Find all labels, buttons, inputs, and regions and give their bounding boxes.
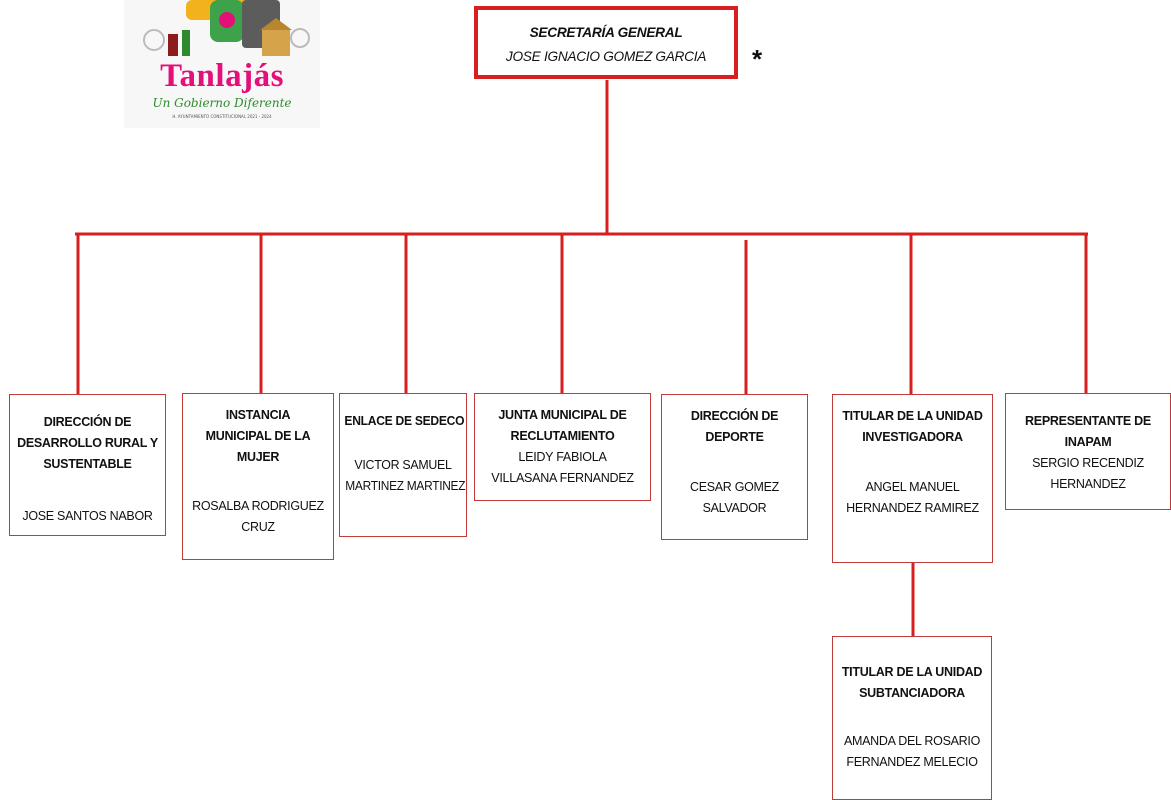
title-line: SUBTANCIADORA [859, 685, 965, 700]
title-line: TITULAR DE LA UNIDAD [842, 408, 983, 423]
person-line: HERNANDEZ [1050, 476, 1126, 491]
person-line: ANGEL MANUEL [865, 479, 960, 494]
node-title: ENLACE DE SEDECO [340, 410, 466, 431]
node-title: REPRESENTANTE DE INAPAM [1006, 410, 1170, 452]
node-person: JOSE IGNACIO GOMEZ GARCIA [505, 48, 707, 64]
title-line: TITULAR DE LA UNIDAD [841, 664, 983, 679]
person-line: FERNANDEZ MELECIO [846, 754, 978, 769]
logo-small-text: H. AYUNTAMIENTO CONSTITUCIONAL 2021 - 20… [172, 114, 272, 119]
node-person: LEIDY FABIOLA VILLASANA FERNANDEZ [475, 446, 650, 488]
title-line: MUJER [236, 449, 280, 464]
person-line: SERGIO RECENDIZ [1032, 455, 1144, 470]
node-direccion-deporte: DIRECCIÓN DE DEPORTE CESAR GOMEZ SALVADO… [661, 394, 808, 540]
title-line: ENLACE DE SEDECO [344, 413, 465, 428]
node-junta-reclutamiento: JUNTA MUNICIPAL DE RECLUTAMIENTO LEIDY F… [474, 393, 651, 501]
person-line: CESAR GOMEZ [690, 479, 779, 494]
node-representante-inapam: REPRESENTANTE DE INAPAM SERGIO RECENDIZ … [1005, 393, 1171, 510]
node-title: JUNTA MUNICIPAL DE RECLUTAMIENTO [475, 404, 650, 446]
person-line: HERNANDEZ RAMIREZ [846, 500, 979, 515]
title-line: JUNTA MUNICIPAL DE [498, 407, 627, 422]
title-line: DIRECCIÓN DE [43, 414, 132, 429]
title-line: DEPORTE [705, 429, 764, 444]
person-line: JOSE SANTOS NABOR [22, 508, 153, 523]
title-line: INAPAM [1064, 434, 1112, 449]
node-title: DIRECCIÓN DE DEPORTE [662, 405, 807, 447]
node-person: ROSALBA RODRIGUEZ CRUZ [183, 495, 333, 537]
node-person: VICTOR SAMUEL MARTINEZ MARTINEZ [340, 454, 466, 496]
logo-brand: Tanlajás [160, 58, 284, 94]
node-person: AMANDA DEL ROSARIO FERNANDEZ MELECIO [833, 730, 991, 772]
logo-illustration [143, 0, 310, 56]
node-person: JOSE SANTOS NABOR [10, 505, 165, 526]
asterisk-marker: * [752, 44, 763, 74]
node-title: TITULAR DE LA UNIDAD SUBTANCIADORA [833, 661, 991, 703]
title-line: INVESTIGADORA [862, 429, 963, 444]
logo-tagline: Un Gobierno Diferente [152, 96, 292, 110]
municipality-logo: Tanlajás Un Gobierno Diferente H. AYUNTA… [124, 0, 320, 128]
title-line: REPRESENTANTE DE [1025, 413, 1151, 428]
node-title: TITULAR DE LA UNIDAD INVESTIGADORA [833, 405, 992, 447]
node-enlace-sedeco: ENLACE DE SEDECO VICTOR SAMUEL MARTINEZ … [339, 393, 467, 537]
node-person: SERGIO RECENDIZ HERNANDEZ [1006, 452, 1170, 494]
person-line: AMANDA DEL ROSARIO [843, 733, 981, 748]
person-line: VICTOR SAMUEL [354, 457, 452, 472]
node-instancia-mujer: INSTANCIA MUNICIPAL DE LA MUJER ROSALBA … [182, 393, 334, 560]
person-line: ROSALBA RODRIGUEZ [192, 498, 324, 513]
person-line: CRUZ [241, 519, 275, 534]
title-line: SUSTENTABLE [43, 456, 132, 471]
person-line: SALVADOR [702, 500, 767, 515]
node-unidad-subtanciadora: TITULAR DE LA UNIDAD SUBTANCIADORA AMAND… [832, 636, 992, 800]
title-line: RECLUTAMIENTO [510, 428, 615, 443]
node-title: INSTANCIA MUNICIPAL DE LA MUJER [183, 404, 333, 467]
person-line: MARTINEZ MARTINEZ [345, 478, 466, 493]
title-line: DIRECCIÓN DE [690, 408, 779, 423]
node-person: ANGEL MANUEL HERNANDEZ RAMIREZ [833, 476, 992, 518]
node-title: SECRETARÍA GENERAL [529, 24, 683, 40]
person-line: VILLASANA FERNANDEZ [491, 470, 634, 485]
secretaria-general-node: SECRETARÍA GENERAL JOSE IGNACIO GOMEZ GA… [474, 6, 738, 79]
title-line: DESARROLLO RURAL Y [17, 435, 158, 450]
node-person: CESAR GOMEZ SALVADOR [662, 476, 807, 518]
node-title: DIRECCIÓN DE DESARROLLO RURAL Y SUSTENTA… [10, 411, 165, 474]
title-line: MUNICIPAL DE LA [205, 428, 311, 443]
title-line: INSTANCIA [225, 407, 291, 422]
node-desarrollo-rural: DIRECCIÓN DE DESARROLLO RURAL Y SUSTENTA… [9, 394, 166, 536]
node-unidad-investigadora: TITULAR DE LA UNIDAD INVESTIGADORA ANGEL… [832, 394, 993, 563]
person-line: LEIDY FABIOLA [518, 449, 607, 464]
